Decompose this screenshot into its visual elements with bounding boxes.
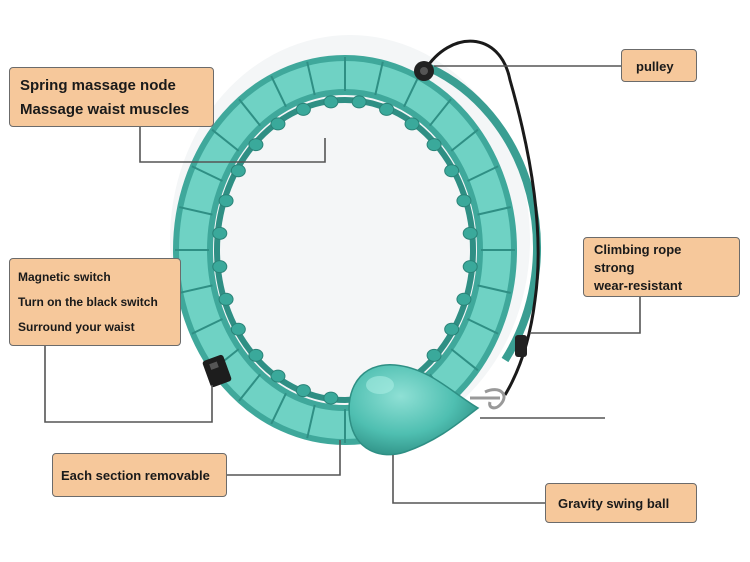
hoop-segment-divider <box>191 318 223 335</box>
massage-node <box>444 164 460 178</box>
leader-lines <box>44 65 641 504</box>
leader-spring <box>139 127 326 163</box>
leader-magnetic <box>44 346 213 423</box>
spring-node-label: Spring massage node Massage waist muscle… <box>9 67 214 127</box>
leader-rope <box>530 297 641 334</box>
leader-section <box>227 440 341 476</box>
gravity-ball-label: Gravity swing ball <box>545 483 697 523</box>
massage-node <box>404 117 420 131</box>
hoop-segment-divider <box>403 75 420 108</box>
rope-label-line-2: strong <box>594 260 635 275</box>
massage-node <box>248 138 264 152</box>
hoop-segment-divider <box>429 98 452 127</box>
massage-node <box>230 322 246 336</box>
massage-node <box>456 292 472 306</box>
hoop-outer-rail <box>428 64 541 363</box>
hoop-segment-divider <box>238 373 261 402</box>
rope-clip <box>515 335 527 357</box>
massage-node <box>351 95 367 109</box>
massage-node <box>444 322 460 336</box>
spring-label-line-1: Spring massage node <box>20 77 176 94</box>
hoop-segment-divider <box>306 404 316 439</box>
massage-node <box>462 260 478 274</box>
hoop-segment-divider <box>211 128 240 152</box>
hoop-segment-divider <box>477 284 511 294</box>
massage-node <box>456 194 472 208</box>
massage-node <box>323 95 339 109</box>
hoop-segment-divider <box>306 61 316 96</box>
gravity-ball <box>348 364 480 456</box>
hoop-segment-divider <box>270 75 287 108</box>
magnetic-switch-label: Magnetic switch Turn on the black switch… <box>9 258 181 346</box>
hoop-segment-divider <box>467 165 499 182</box>
massage-node <box>295 384 311 398</box>
hook-icon <box>470 388 506 410</box>
hoop-segment-divider <box>477 206 511 216</box>
spring-label-line-2: Massage waist muscles <box>20 101 190 118</box>
massage-node <box>212 226 228 240</box>
rope-label-line-1: Climbing rope <box>594 242 682 257</box>
removable-section-label: Each section removable <box>52 453 227 497</box>
hoop-segment-divider <box>374 61 384 96</box>
massage-node <box>270 369 286 383</box>
hoop-segment-divider <box>238 98 261 127</box>
climbing-rope-label: Climbing rope strong wear-resistant <box>583 237 740 297</box>
magnetic-label-line-1: Magnetic switch <box>18 270 111 284</box>
massage-node <box>462 226 478 240</box>
pulley-label: pulley <box>621 49 697 82</box>
massage-node <box>248 348 264 362</box>
massage-node <box>212 260 228 274</box>
massage-node <box>218 292 234 306</box>
leader-ball <box>392 455 545 504</box>
massage-node <box>426 138 442 152</box>
hoop-segment-divider <box>450 348 479 372</box>
massage-node <box>323 391 339 405</box>
hoop-segment-divider <box>191 165 223 182</box>
massage-node <box>426 348 442 362</box>
magnetic-switch-icon <box>202 354 232 388</box>
pulley-icon <box>414 61 434 81</box>
massage-node <box>218 194 234 208</box>
hoop-segment-divider <box>467 318 499 335</box>
massage-node <box>230 164 246 178</box>
magnetic-label-line-2: Turn on the black switch <box>18 295 158 309</box>
hoop-segment-divider <box>450 128 479 152</box>
massage-node <box>379 102 395 116</box>
magnetic-label-line-3: Surround your waist <box>18 320 135 334</box>
massage-node <box>270 117 286 131</box>
hoop-segment-divider <box>270 392 287 425</box>
rope-label-line-3: wear-resistant <box>594 278 683 293</box>
hoop-inner-track <box>214 97 476 403</box>
massage-node <box>295 102 311 116</box>
hoop-segment-divider <box>179 284 213 294</box>
hoop-segment-divider <box>179 206 213 216</box>
